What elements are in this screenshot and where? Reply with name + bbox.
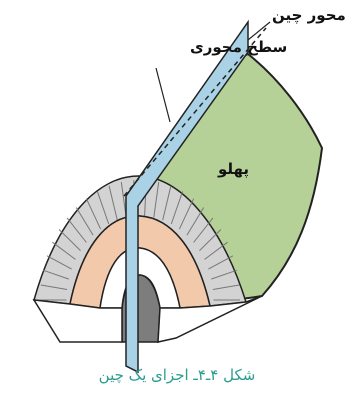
limb-label: پهلو [218,160,249,178]
axial-plane-label: سطح محوری [190,38,287,56]
axial-plane-leader [156,68,170,122]
fold-axis-label: محور چین [272,6,346,24]
figure-caption: شکل ۴ـ۴ـ اجزای یک چین [0,366,354,384]
